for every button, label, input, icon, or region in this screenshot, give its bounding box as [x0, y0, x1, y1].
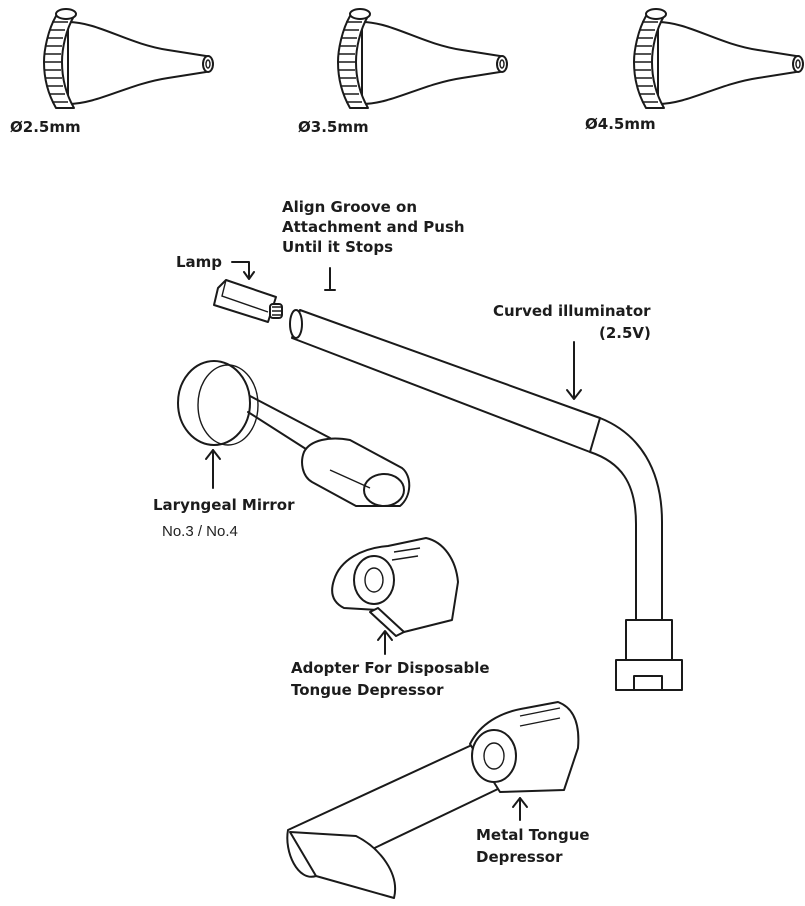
- metal-label-line-1: Metal Tongue: [476, 826, 590, 844]
- metal-tongue-depressor: [286, 701, 580, 899]
- adapter-part: [331, 537, 459, 637]
- lamp-arrow: [231, 261, 250, 279]
- curved-label-line-1: Curved illuminator: [493, 302, 651, 320]
- lamp-part: [213, 279, 283, 323]
- groove-label-line-1: Align Groove on: [282, 198, 418, 216]
- speculum-4-5mm: [633, 8, 804, 109]
- adapter-label-line-2: Tongue Depressor: [291, 681, 444, 699]
- mirror-label: Laryngeal Mirror: [153, 496, 295, 514]
- speculum-size-label-3: Ø4.5mm: [585, 115, 656, 133]
- speculum-size-label-2: Ø3.5mm: [298, 118, 369, 136]
- laryngeal-mirror: [177, 360, 411, 507]
- groove-label-line-3: Until it Stops: [282, 238, 394, 256]
- groove-pointer: [324, 267, 336, 291]
- speculum-3-5mm: [337, 8, 508, 109]
- metal-label-line-2: Depressor: [476, 848, 563, 866]
- adapter-label-line-1: Adopter For Disposable: [291, 659, 490, 677]
- lamp-label: Lamp: [176, 253, 223, 271]
- curved-label-line-2: (2.5V): [599, 324, 651, 342]
- mirror-sizes-label: No.3 / No.4: [162, 523, 238, 540]
- groove-label-line-2: Attachment and Push: [282, 218, 465, 236]
- speculum-size-label-1: Ø2.5mm: [10, 118, 81, 136]
- curved-illuminator: [289, 309, 683, 691]
- speculum-2-5mm: [43, 8, 214, 109]
